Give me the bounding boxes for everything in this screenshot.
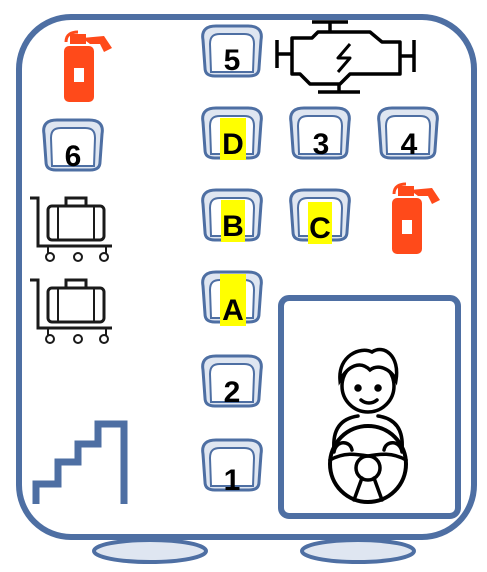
- seat-label: 2: [224, 376, 241, 409]
- seat-6: 6: [42, 118, 104, 173]
- seat-label: B: [222, 210, 244, 243]
- front-left-wheel: [92, 538, 208, 564]
- seat-5: 5: [201, 24, 263, 78]
- seat-label: A: [222, 294, 244, 327]
- engine-icon: [275, 20, 416, 94]
- highlight-marker: [220, 118, 246, 160]
- seat-label: 4: [401, 128, 418, 161]
- seat-3: 3: [289, 106, 351, 161]
- seat-c: C: [289, 188, 351, 245]
- driver-icon: [328, 347, 408, 504]
- highlight-marker: [221, 200, 245, 242]
- seat-label: C: [309, 212, 331, 245]
- seat-a: A: [201, 270, 263, 327]
- wheels: [92, 538, 416, 564]
- seat-2: 2: [201, 354, 263, 409]
- seat-label: 3: [313, 128, 330, 161]
- seat-label: 5: [224, 44, 241, 77]
- highlight-marker: [220, 274, 246, 326]
- driver-cabin: [278, 295, 461, 519]
- seat-1: 1: [201, 438, 263, 497]
- seats: 5 6 D 3 4 B C: [42, 24, 439, 497]
- seat-label: 1: [224, 464, 241, 497]
- seat-label: D: [222, 128, 244, 161]
- stairs-icon: [32, 420, 128, 504]
- seat-4: 4: [377, 106, 439, 161]
- highlight-marker: [308, 202, 332, 244]
- seat-label: 6: [65, 140, 82, 173]
- seat-b: B: [201, 188, 263, 243]
- seat-d: D: [201, 106, 263, 161]
- front-right-wheel: [300, 538, 416, 564]
